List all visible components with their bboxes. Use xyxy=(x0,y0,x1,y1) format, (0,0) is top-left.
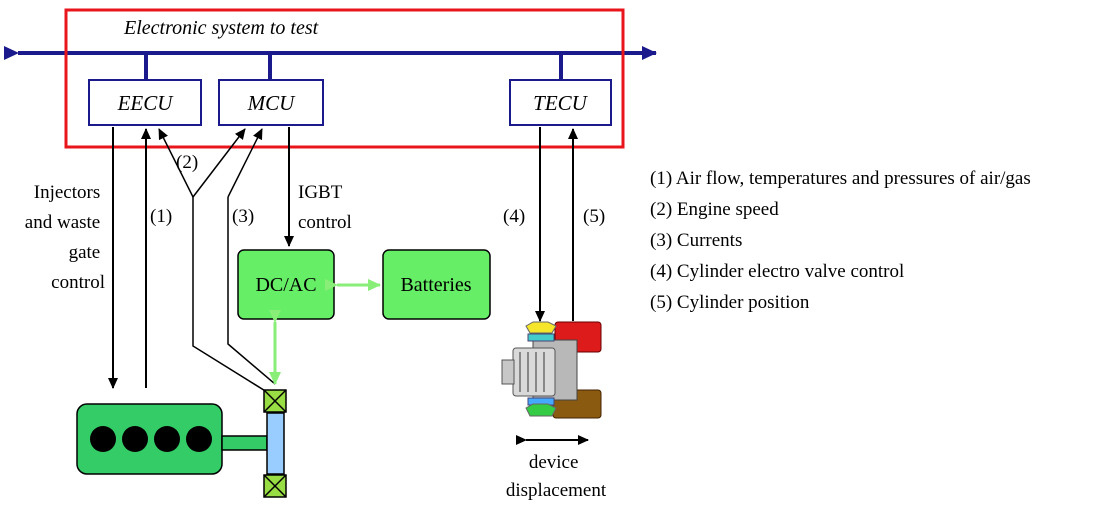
electric-machine xyxy=(266,412,285,475)
igbt-label: IGBT control xyxy=(298,182,352,233)
tecu-box[interactable] xyxy=(509,79,612,126)
coupling-top-icon xyxy=(263,389,287,413)
legend-item-3: (3) Currents xyxy=(650,230,743,251)
dcac-label: DC/AC xyxy=(255,274,316,296)
legend-item-2: (2) Engine speed xyxy=(650,199,779,220)
engine-speed-to-mcu-arrow xyxy=(192,128,246,198)
currents-signal-line xyxy=(227,197,276,385)
system-title: Electronic system to test xyxy=(123,17,319,39)
coupling-bottom-icon xyxy=(263,474,287,498)
batteries-label: Batteries xyxy=(400,274,471,296)
device-displacement-label: device displacement xyxy=(506,452,607,501)
currents-to-mcu-arrow xyxy=(227,128,263,198)
mcu-box[interactable] xyxy=(218,79,324,126)
mcu-label: MCU xyxy=(247,91,297,115)
eecu-box[interactable] xyxy=(88,79,202,126)
label-2: (2) xyxy=(176,152,198,173)
label-4: (4) xyxy=(503,206,525,227)
eecu-label: EECU xyxy=(117,91,175,115)
label-3: (3) xyxy=(232,206,254,227)
cylinder-2-icon xyxy=(122,426,148,452)
cylinder-3-icon xyxy=(154,426,180,452)
engine-speed-to-eecu-arrow xyxy=(158,128,194,198)
legend-item-1: (1) Air flow, temperatures and pressures… xyxy=(650,168,1031,189)
batteries-block[interactable] xyxy=(382,249,491,320)
system-under-test-frame xyxy=(64,8,625,149)
injectors-label: Injectors and waste gate control xyxy=(25,182,105,293)
legend-item-4: (4) Cylinder electro valve control xyxy=(650,261,905,282)
legend: (1) Air flow, temperatures and pressures… xyxy=(650,166,1090,321)
legend-item-5: (5) Cylinder position xyxy=(650,292,810,313)
cylinder-1-icon xyxy=(90,426,116,452)
label-5: (5) xyxy=(583,206,605,227)
cylinder-4-icon xyxy=(186,426,212,452)
engine-shaft xyxy=(221,435,268,451)
engine-speed-signal-line xyxy=(192,197,276,398)
cylinder-valve-device-icon xyxy=(501,321,602,419)
tecu-label: TECU xyxy=(533,91,589,115)
label-1: (1) xyxy=(150,206,172,227)
